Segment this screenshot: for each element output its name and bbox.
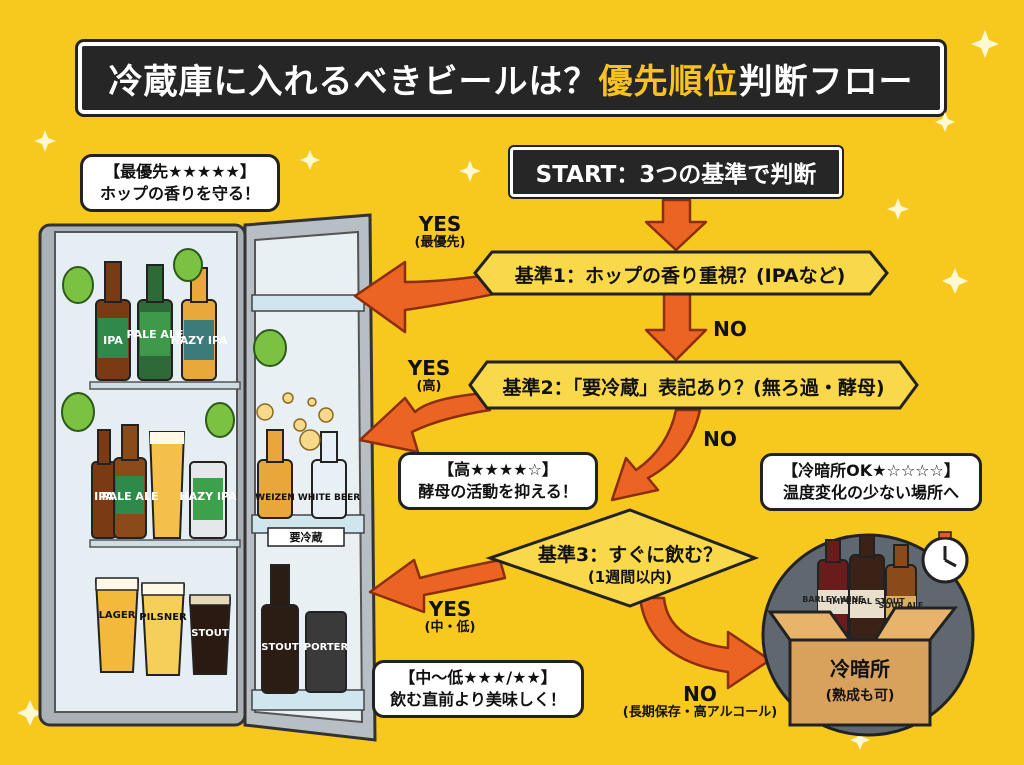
page-title: 冷蔵庫に入れるべきビールは？優先順位判断フロー: [78, 42, 944, 114]
bubble-mid-line1: 【高★★★★☆】: [438, 460, 558, 479]
sparkle-decorations: [17, 30, 999, 750]
criterion2-shape: [468, 360, 919, 410]
edge-yes2-sub: (高): [416, 379, 442, 394]
criterion3-text: 基準3：すぐに飲む？: [537, 544, 723, 566]
label-door-3: STOUT: [261, 642, 299, 653]
edge-yes1-label: YES: [418, 212, 462, 236]
start-node: START：3つの基準で判断: [510, 147, 842, 197]
shelf3-glasses: [94, 577, 232, 676]
label-s3-2: PILSNER: [139, 612, 187, 623]
criterion3-sub: (1週間以内): [587, 568, 673, 586]
cool-dark-box: [761, 531, 975, 737]
title-highlight: 優先順位: [598, 61, 739, 102]
label-s2-1: IPA: [94, 490, 114, 503]
criterion2-text: 基準2：「要冷蔵」表記あり？(無ろ過・酵母): [502, 377, 885, 399]
edge-no1-label: NO: [713, 317, 747, 341]
bubble-mid-line2: 酵母の活動を抑える！: [418, 482, 578, 501]
label-s1-1: IPA: [103, 334, 123, 347]
edge-yes3-label: YES: [428, 597, 472, 621]
shelf1-bottles: [95, 261, 217, 381]
bubble-low-line1: 【中～低★★★/★★】: [399, 668, 557, 687]
box-sub: (熟成も可): [826, 687, 895, 704]
edge-no3: NO (長期保存・高アルコール): [610, 683, 790, 721]
edge-yes3: YES (中・低): [420, 598, 480, 636]
bubble-high-priority: 【高★★★★☆】 酵母の活動を抑える！: [398, 452, 598, 510]
edge-yes2: YES (高): [404, 357, 454, 395]
edge-no2: NO: [690, 428, 750, 450]
bubble-low-line2: 飲む直前より美味しく！: [390, 690, 566, 709]
label-s1-2: PALE ALE: [127, 328, 184, 341]
bubble-top-line1: 【最優先★★★★★】: [104, 162, 256, 181]
label-door-1: WEIZEN: [255, 493, 295, 503]
bubble-top-priority: 【最優先★★★★★】 ホップの香りを守る！: [80, 154, 280, 212]
bubble-cool-line1: 【冷暗所OK★☆☆☆☆】: [782, 461, 960, 480]
label-s3-3: STOUT: [191, 628, 229, 639]
box-bottle-2: IMPERIAL STOUT: [829, 597, 905, 606]
box-bottle-3: SOUR ALE: [879, 601, 924, 610]
criterion1-shape: [473, 250, 889, 296]
title-part2: 判断フロー: [738, 61, 914, 102]
label-s2-2: PALE ALE: [102, 490, 159, 503]
hop-decorations: [61, 248, 287, 438]
box-bottle-1: BARLEY WINE: [802, 595, 864, 604]
edge-no3-label: NO: [683, 682, 717, 706]
bubble-cool-ok: 【冷暗所OK★☆☆☆☆】 温度変化の少ない場所へ: [760, 453, 982, 511]
edge-no2-label: NO: [703, 427, 737, 451]
bubble-mid-low-priority: 【中～低★★★/★★】 飲む直前より美味しく！: [372, 660, 584, 718]
arrow-no2: [610, 408, 702, 502]
label-s3-1: LAGER: [99, 610, 136, 621]
criterion1-text: 基準1：ホップの香り重視？(IPAなど): [514, 265, 846, 287]
arrow-no1: [644, 290, 708, 362]
edge-yes1-sub: (最優先): [414, 235, 466, 250]
label-s2-3: HAZY IPA: [179, 490, 237, 503]
door-tag: 要冷蔵: [290, 530, 323, 544]
edge-yes1: YES (最優先): [400, 213, 480, 251]
shelf2-bottles: [91, 424, 227, 539]
arrow-no3: [638, 596, 772, 690]
title-part1: 冷蔵庫に入れるべきビールは？: [108, 61, 599, 102]
bubble-cool-line2: 温度変化の少ない場所へ: [782, 483, 959, 502]
criterion3-shape: [485, 508, 760, 608]
edge-yes2-label: YES: [407, 356, 451, 380]
arrow-yes2: [358, 391, 492, 454]
edge-yes3-sub: (中・低): [424, 620, 476, 635]
door-bottles: [257, 429, 347, 694]
arrow-start: [644, 198, 708, 252]
label-door-4: PORTER: [304, 642, 349, 653]
label-door-2: WHITE BEER: [298, 493, 360, 503]
label-s1-3: HAZY IPA: [170, 334, 228, 347]
arrow-yes3: [368, 558, 507, 614]
edge-no3-sub: (長期保存・高アルコール): [622, 705, 778, 720]
yeast-bubbles: [256, 392, 334, 451]
edge-no1: NO: [700, 318, 760, 340]
box-label: 冷暗所: [830, 657, 890, 681]
bubble-top-line2: ホップの香りを守る！: [99, 184, 260, 203]
